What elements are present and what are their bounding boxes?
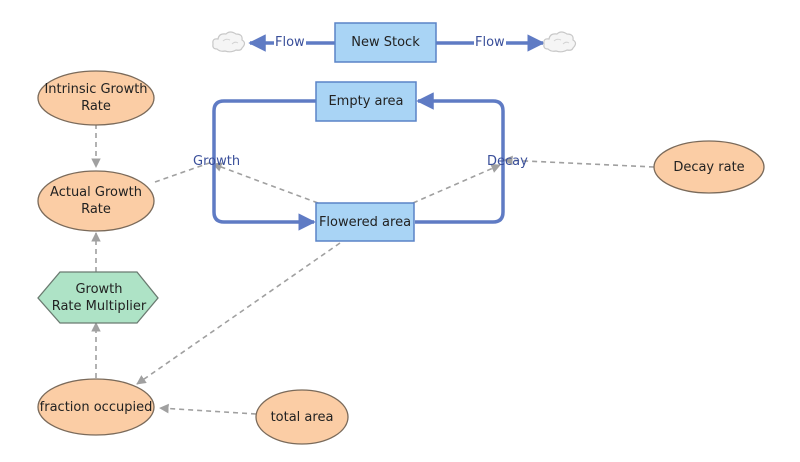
- link-total-to-fraction: [159, 403, 257, 415]
- flow-left-label: Flow: [274, 35, 306, 51]
- link-flowered-to-decay: [412, 164, 501, 204]
- converter-growth-rate-multiplier[interactable]: [37, 271, 159, 324]
- stock-new-stock[interactable]: [334, 22, 437, 63]
- growth-flow-label: Growth: [193, 154, 241, 169]
- cloud-icon-right: [543, 31, 577, 53]
- stock-flowered-area[interactable]: [315, 202, 415, 242]
- stock-empty-area[interactable]: [315, 81, 417, 122]
- variable-actual-growth-rate[interactable]: [37, 170, 155, 232]
- link-flowered-to-growth: [212, 162, 319, 204]
- growth-flow-pipe: [212, 99, 316, 231]
- cloud-icon-left: [212, 31, 246, 53]
- flow-pipes: [212, 34, 545, 231]
- link-flowered-to-fraction: [136, 242, 341, 385]
- decay-flow-pipe: [415, 92, 505, 224]
- variable-total-area[interactable]: [255, 389, 349, 445]
- decay-flow-label: Decay: [487, 154, 528, 169]
- variable-decay-rate[interactable]: [653, 140, 765, 194]
- link-actual-to-growth: [154, 161, 213, 183]
- influence-links: [91, 124, 655, 415]
- flow-right-label: Flow: [474, 35, 506, 51]
- link-decayrate-to-decay: [503, 155, 655, 168]
- variable-intrinsic-growth-rate[interactable]: [37, 70, 155, 126]
- variable-fraction-occupied[interactable]: [37, 378, 155, 436]
